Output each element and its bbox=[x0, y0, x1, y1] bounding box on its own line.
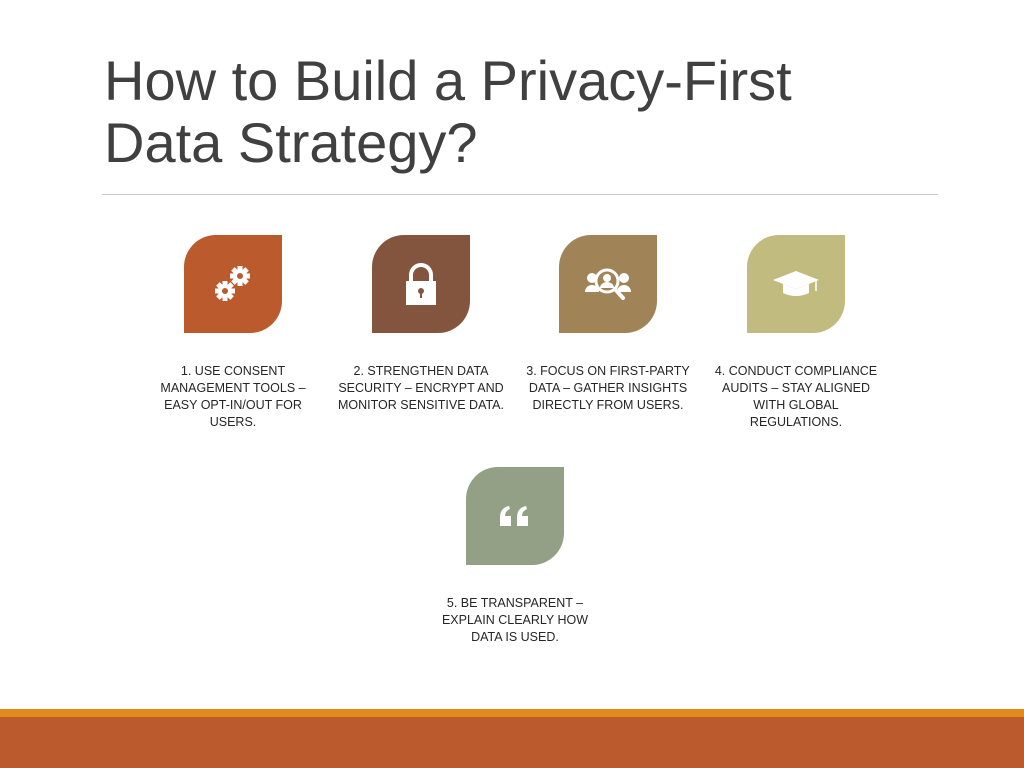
footer-band bbox=[0, 717, 1024, 768]
caption-consent: 1. USE CONSENT MANAGEMENT TOOLS – EASY O… bbox=[160, 364, 306, 429]
title-divider bbox=[102, 194, 938, 195]
tile-transparency bbox=[466, 467, 564, 565]
tile-security bbox=[372, 235, 470, 333]
footer-accent-stripe bbox=[0, 709, 1024, 717]
title-line-2: Data Strategy? bbox=[104, 111, 478, 174]
padlock-icon bbox=[406, 263, 436, 305]
caption-compliance: 4. CONDUCT COMPLIANCE AUDITS – STAY ALIG… bbox=[714, 364, 878, 429]
gears-icon bbox=[215, 266, 250, 301]
tile-compliance bbox=[747, 235, 845, 333]
caption-transparency: 5. BE TRANSPARENT – EXPLAIN CLEARLY HOW … bbox=[441, 596, 589, 644]
tile-first-party bbox=[559, 235, 657, 333]
tile-consent bbox=[184, 235, 282, 333]
caption-security: 2. STRENGTHEN DATA SECURITY – ENCRYPT AN… bbox=[338, 364, 504, 412]
title-line-1: How to Build a Privacy-First bbox=[104, 49, 792, 112]
user-search-icon bbox=[585, 268, 631, 300]
graduation-cap-icon bbox=[773, 271, 819, 296]
caption-first-party: 3. FOCUS ON FIRST-PARTY DATA – GATHER IN… bbox=[526, 364, 690, 412]
quote-icon bbox=[500, 506, 528, 526]
